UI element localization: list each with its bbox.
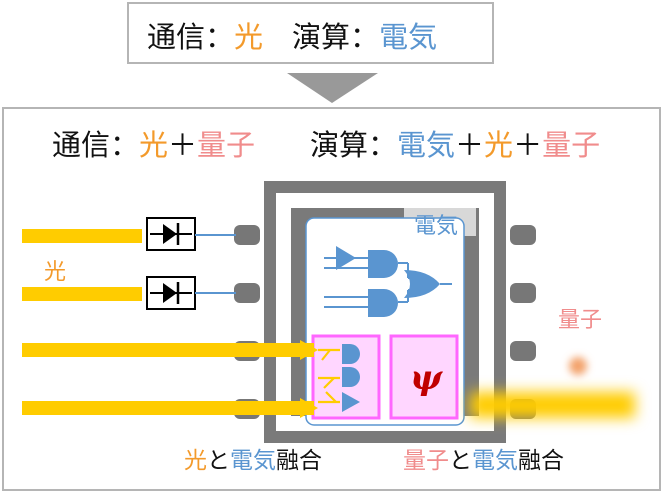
quantum-label: 量子: [558, 308, 603, 333]
down-arrow-icon: [287, 73, 378, 103]
electric-wires: [195, 234, 236, 294]
plus-sign: ＋: [168, 128, 198, 162]
psi-symbol: ψ: [410, 358, 443, 398]
waveguide-lines: [318, 348, 340, 404]
quantum-beam: [470, 392, 635, 418]
chip-pins-right: [510, 225, 536, 419]
light-word: 光: [234, 20, 264, 54]
or-gate-icon: [404, 270, 440, 298]
electric-label: 電気: [414, 214, 459, 239]
quantum-particle: [569, 357, 587, 375]
electric-word: 電気: [379, 20, 438, 54]
quantum-block: [389, 334, 459, 420]
plus-sign: ＋: [513, 128, 543, 162]
main-heading: 通信：光＋量子: [52, 122, 255, 164]
and-gate-icon: [368, 289, 398, 317]
buffer-gate-icon: [336, 246, 356, 270]
light-word: 光: [184, 448, 207, 474]
light-word: 光: [484, 128, 514, 162]
top-summary-text: 通信：光 演算：電気: [147, 14, 437, 56]
photodiode-icon: [146, 217, 196, 251]
and-gate-icon: [368, 250, 398, 278]
electric-word: 電気: [397, 128, 456, 162]
main-heading-compute: 演算：電気＋光＋量子: [310, 122, 600, 164]
quantum-electric-fusion-caption: 量子と電気融合: [403, 441, 564, 475]
photodiode-icon: [146, 276, 196, 310]
to-word: と: [449, 448, 472, 474]
light-label: 光: [44, 260, 67, 285]
compute-label: 演算：: [292, 20, 380, 54]
comm-label: 通信：: [52, 128, 140, 162]
light-word: 光: [139, 128, 169, 162]
to-word: と: [207, 448, 230, 474]
comm-label: 通信：: [147, 20, 235, 54]
electric-word: 電気: [230, 448, 276, 474]
electric-word: 電気: [472, 448, 518, 474]
light-beams: [22, 229, 314, 415]
compute-label: 演算：: [310, 128, 398, 162]
light-electric-fusion-caption: 光と電気融合: [184, 441, 322, 475]
top-summary-box: [127, 2, 494, 64]
plus-sign: ＋: [455, 128, 485, 162]
chip-pins-left: [234, 225, 260, 419]
fusion-word: 融合: [276, 448, 322, 474]
quantum-word: 量子: [403, 448, 449, 474]
fusion-word: 融合: [518, 448, 564, 474]
quantum-word: 量子: [542, 128, 601, 162]
quantum-word: 量子: [197, 128, 256, 162]
